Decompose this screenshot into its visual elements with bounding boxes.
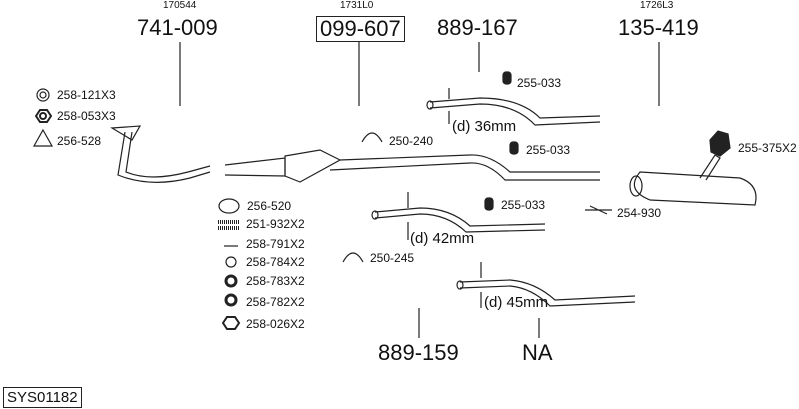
pipe-na bbox=[459, 279, 636, 307]
nut-icon bbox=[39, 112, 47, 120]
pipe-889-159 bbox=[374, 207, 546, 233]
small-part-label[interactable]: 258-026X2 bbox=[246, 317, 305, 331]
small-part-label[interactable]: 256-520 bbox=[247, 199, 292, 213]
system-id: SYS01182 bbox=[3, 387, 82, 408]
clamp-icon bbox=[342, 252, 364, 263]
spring-icon bbox=[218, 220, 240, 230]
hanger-icon bbox=[484, 197, 494, 211]
pipe-889-167 bbox=[429, 97, 601, 126]
hanger-icon bbox=[709, 130, 731, 157]
pipe-end bbox=[456, 280, 464, 290]
pipe-end bbox=[371, 210, 379, 220]
small-part-label[interactable]: 256-528 bbox=[57, 134, 102, 148]
diameter-label: (d) 42mm bbox=[410, 230, 475, 247]
clamp-icon bbox=[361, 132, 383, 143]
small-part-label[interactable]: 258-784X2 bbox=[246, 255, 305, 269]
small-part-label[interactable]: 255-033 bbox=[526, 143, 571, 157]
nut-icon bbox=[221, 316, 241, 330]
part-number[interactable]: 741-009 bbox=[137, 15, 218, 40]
diameter-label: (d) 36mm bbox=[452, 118, 517, 135]
small-part-label[interactable]: 258-783X2 bbox=[246, 274, 305, 288]
code-label: 170544 bbox=[163, 0, 197, 11]
middle-pipe bbox=[339, 154, 600, 173]
hanger-icon bbox=[509, 141, 519, 155]
small-part-label[interactable]: 255-033 bbox=[501, 198, 546, 212]
muffler-inlet bbox=[629, 175, 643, 197]
washer-icon bbox=[224, 274, 238, 288]
hanger-icon bbox=[502, 71, 512, 85]
small-part-label[interactable]: 258-121X3 bbox=[57, 88, 116, 102]
small-part-label[interactable]: 251-932X2 bbox=[246, 217, 305, 231]
small-part-label[interactable]: 255-375X2 bbox=[738, 141, 797, 155]
part-number[interactable]: 889-167 bbox=[437, 15, 518, 40]
part-number[interactable]: 135-419 bbox=[618, 15, 699, 40]
rear-muffler bbox=[633, 171, 757, 206]
part-number[interactable]: NA bbox=[522, 340, 553, 365]
clamp-icon bbox=[585, 205, 612, 215]
gasket-icon bbox=[32, 128, 54, 147]
small-part-label[interactable]: 250-245 bbox=[370, 251, 415, 265]
small-part-label[interactable]: 258-791X2 bbox=[246, 237, 305, 251]
small-part-label[interactable]: 258-053X3 bbox=[57, 109, 116, 123]
middle-pipe bbox=[329, 162, 600, 181]
small-part-label[interactable]: 255-033 bbox=[517, 76, 562, 90]
code-label: 1726L3 bbox=[640, 0, 674, 11]
nut-icon bbox=[34, 109, 53, 123]
part-number-highlighted[interactable]: 099-607 bbox=[316, 16, 405, 42]
small-part-label[interactable]: 258-782X2 bbox=[246, 295, 305, 309]
diameter-label: (d) 45mm bbox=[484, 294, 549, 311]
washer-icon bbox=[225, 256, 237, 268]
seal-ring-icon bbox=[218, 198, 240, 214]
ring-icon bbox=[39, 91, 47, 99]
catalyst bbox=[284, 149, 342, 183]
small-part-label[interactable]: 254-930 bbox=[617, 206, 662, 220]
pipe-end bbox=[426, 100, 434, 110]
washer-icon bbox=[224, 293, 238, 307]
small-part-label[interactable]: 250-240 bbox=[389, 134, 434, 148]
front-pipe bbox=[117, 131, 211, 183]
flange bbox=[110, 125, 142, 141]
front-pipe bbox=[125, 131, 211, 178]
code-label: 1731L0 bbox=[340, 0, 374, 11]
ring-icon bbox=[36, 88, 50, 102]
tailpipe-hanger bbox=[699, 154, 721, 181]
middle-pipe bbox=[224, 157, 286, 177]
part-number[interactable]: 889-159 bbox=[378, 340, 459, 365]
